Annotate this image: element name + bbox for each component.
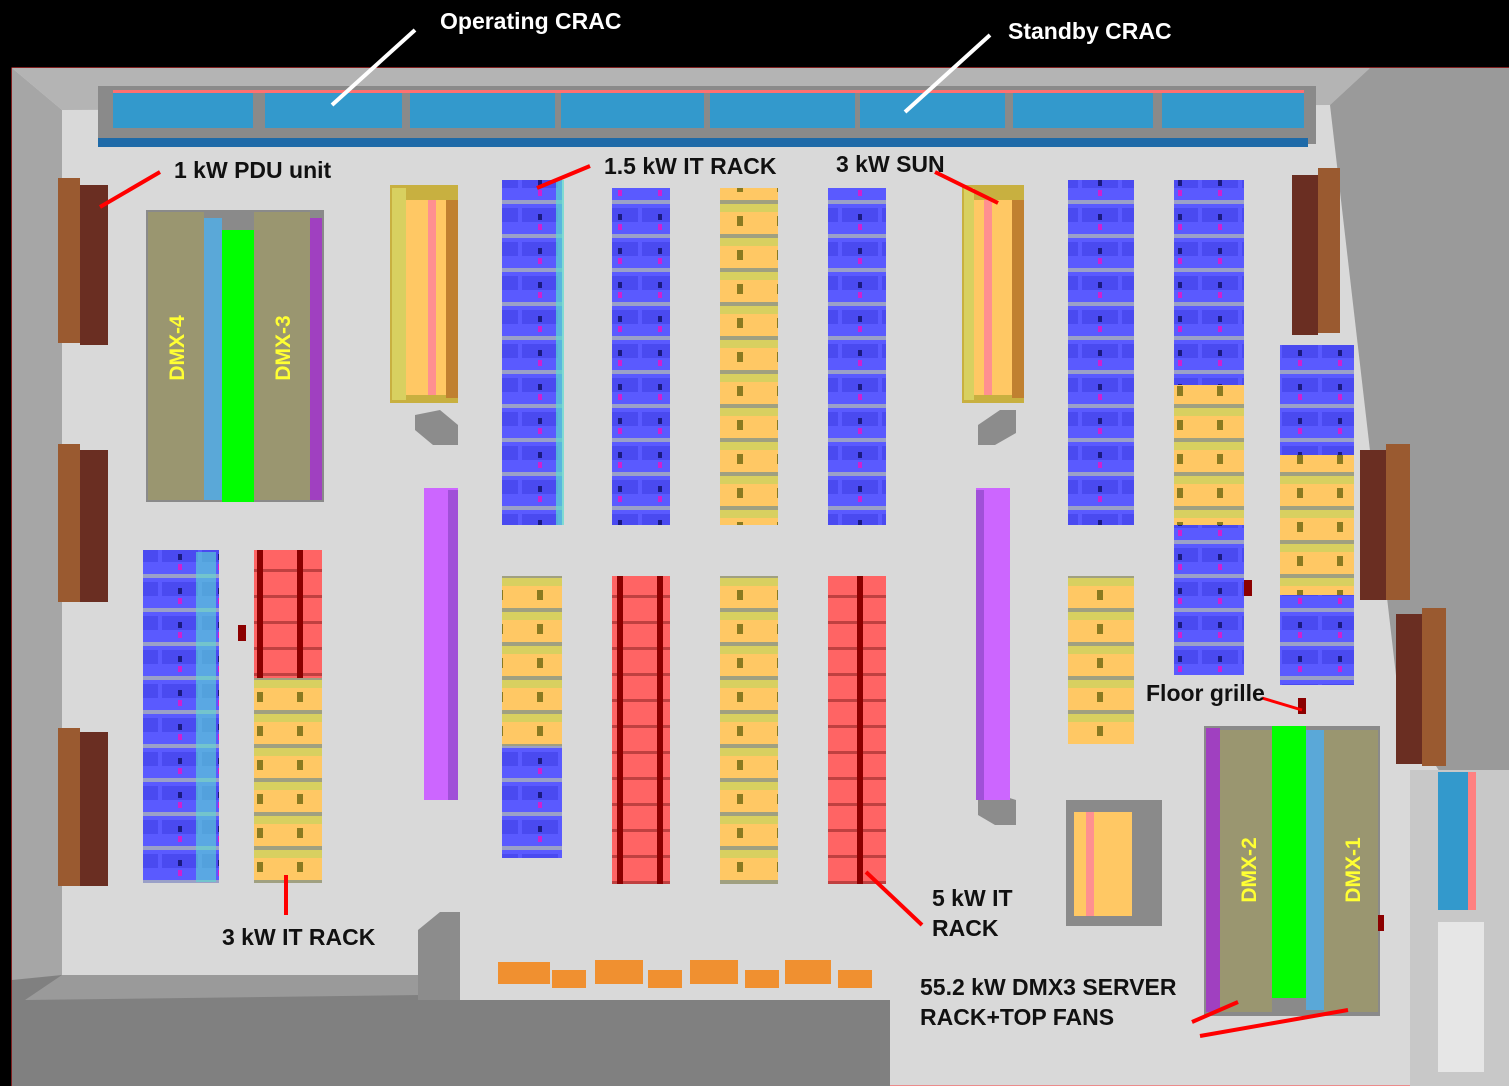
leader-standby-crac bbox=[903, 33, 992, 114]
pdu-unit bbox=[58, 444, 80, 602]
dmx-block-lower bbox=[1204, 726, 1380, 1016]
leader-dmx3-b bbox=[1199, 1008, 1349, 1038]
label-operating-crac: Operating CRAC bbox=[440, 8, 622, 34]
grey-block bbox=[978, 410, 1016, 445]
dmx1-label: DMX-1 bbox=[1342, 837, 1365, 903]
crac-row bbox=[98, 86, 1316, 147]
floor-grille bbox=[1244, 580, 1252, 596]
right-wall-block bbox=[1438, 922, 1484, 1072]
floor-grille bbox=[1378, 915, 1384, 931]
pdu-unit bbox=[58, 178, 80, 343]
it-rack-1-5kw bbox=[612, 188, 670, 525]
it-rack-3kw bbox=[502, 576, 562, 746]
bottom-wall-top bbox=[25, 975, 420, 1000]
it-rack-3kw bbox=[720, 188, 778, 525]
it-rack-mixed bbox=[1280, 595, 1354, 685]
dmx2-label: DMX-2 bbox=[1238, 837, 1261, 902]
it-rack-1-5kw bbox=[502, 180, 562, 525]
crac-unit bbox=[265, 92, 402, 128]
it-rack-5kw bbox=[254, 550, 322, 678]
crac-unit bbox=[860, 92, 1005, 128]
label-sun-3kw: 3 kW SUN bbox=[836, 151, 945, 177]
leader-floor-grille bbox=[1261, 696, 1303, 712]
it-rack-mixed bbox=[1174, 180, 1244, 385]
label-dmx3-line1: 55.2 kW DMX3 SERVER bbox=[920, 974, 1177, 1000]
crac-unit bbox=[710, 92, 855, 128]
it-rack-3kw bbox=[1068, 576, 1134, 744]
dmx4-label: DMX-4 bbox=[166, 315, 189, 381]
floor-grille bbox=[238, 625, 246, 641]
pdu-unit bbox=[58, 728, 80, 886]
bottom-pillar bbox=[418, 912, 460, 1000]
floor-grille bbox=[1298, 698, 1306, 714]
small-rack bbox=[1066, 800, 1162, 926]
label-standby-crac: Standby CRAC bbox=[1008, 18, 1172, 44]
it-rack-1-5kw bbox=[828, 188, 886, 525]
leader-dmx3-a bbox=[1191, 1000, 1239, 1024]
right-door-edge bbox=[1468, 772, 1476, 910]
sun-rack-right bbox=[962, 185, 1024, 403]
pdu-unit bbox=[1386, 444, 1410, 600]
crac-unit bbox=[1013, 92, 1153, 128]
crac-unit bbox=[1162, 92, 1304, 128]
leader-operating-crac bbox=[330, 28, 417, 107]
label-it-rack-3kw: 3 kW IT RACK bbox=[222, 924, 376, 950]
label-it-rack-5kw-line1: 5 kW IT bbox=[932, 885, 1013, 911]
sun-rack-left bbox=[390, 185, 458, 403]
label-it-rack-5kw-line2: RACK bbox=[932, 915, 999, 941]
pdu-unit bbox=[1422, 608, 1446, 766]
it-rack-1-5kw bbox=[502, 746, 562, 858]
it-rack-mixed bbox=[1174, 385, 1244, 525]
label-pdu-unit: 1 kW PDU unit bbox=[174, 157, 332, 183]
grey-block bbox=[978, 795, 1016, 825]
crac-unit bbox=[113, 92, 253, 128]
pdu-units bbox=[58, 168, 1446, 886]
it-rack-1-5kw bbox=[1068, 180, 1134, 525]
crac-unit bbox=[561, 92, 704, 128]
it-rack-mixed bbox=[1174, 525, 1244, 675]
leader-5kw bbox=[864, 870, 924, 927]
it-rack-5kw bbox=[828, 576, 886, 884]
it-rack-mixed bbox=[1280, 455, 1354, 595]
left-wall bbox=[12, 68, 62, 1086]
it-rack-3kw bbox=[254, 678, 322, 883]
pdu-unit bbox=[1318, 168, 1340, 333]
orange-boxes bbox=[498, 960, 872, 988]
crac-unit bbox=[410, 92, 555, 128]
dmx3-label: DMX-3 bbox=[272, 315, 295, 380]
it-rack-3kw bbox=[720, 576, 778, 884]
leader-pdu bbox=[98, 170, 162, 209]
bottom-wall bbox=[12, 975, 890, 1086]
right-wall bbox=[1330, 68, 1509, 780]
label-floor-grille: Floor grille bbox=[1146, 680, 1265, 706]
leader-sun bbox=[934, 170, 999, 205]
it-rack-mixed bbox=[1280, 345, 1354, 455]
dmx-block-upper bbox=[146, 210, 324, 502]
it-rack-5kw bbox=[612, 576, 670, 884]
leader-1-5kw bbox=[536, 164, 591, 190]
label-it-rack-1-5kw: 1.5 kW IT RACK bbox=[604, 153, 777, 179]
label-dmx3-line2: RACK+TOP FANS bbox=[920, 1004, 1115, 1030]
grey-block bbox=[415, 410, 458, 445]
